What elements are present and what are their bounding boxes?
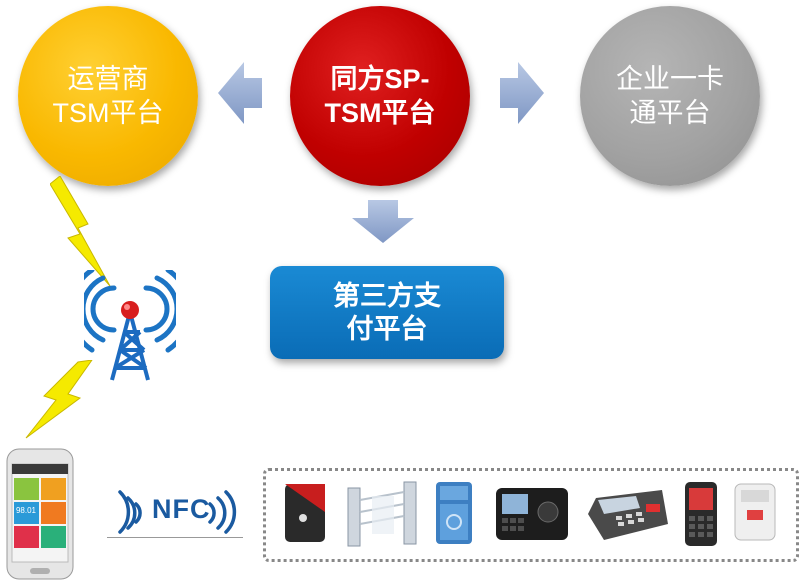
payment-node-line1: 第三方支: [333, 280, 441, 311]
pos-terminal-icon: [588, 490, 668, 540]
arrow-down-icon: [352, 200, 414, 243]
tongfang-node-line1: 同方SP-: [330, 64, 430, 94]
handheld-terminal-icon: [685, 482, 717, 546]
third-party-payment-platform-node: 第三方支 付平台: [270, 266, 504, 359]
enterprise-card-platform-node: 企业一卡 通平台: [580, 6, 760, 186]
arrow-left-icon: [218, 62, 262, 124]
enterprise-node-line2: 通平台: [629, 98, 711, 128]
access-control-icon: [436, 482, 472, 544]
tongfang-sp-tsm-platform-node: 同方SP- TSM平台: [290, 6, 470, 186]
card-reader-icon: [285, 484, 325, 542]
tongfang-node-line2: TSM平台: [324, 98, 436, 128]
nfc-label: NFC: [152, 494, 211, 524]
arrow-right-icon: [500, 62, 544, 124]
nfc-icon: [118, 490, 142, 534]
smartphone-icon: [6, 448, 74, 580]
enterprise-node-line1: 企业一卡: [616, 64, 724, 94]
phone-balance-tile: 98.01: [15, 506, 37, 515]
operator-tsm-platform-node: 运营商 TSM平台: [18, 6, 198, 186]
nfc-divider: [107, 537, 243, 538]
payment-node-line2: 付平台: [346, 313, 428, 344]
wall-reader-icon: [734, 483, 776, 541]
nfc-icon: [208, 490, 237, 534]
terminal-devices-group: [263, 468, 799, 562]
lightning-icon: [25, 360, 93, 439]
lightning-icon: [50, 176, 111, 287]
attendance-terminal-icon: [496, 488, 568, 540]
signal-tower-icon: [84, 270, 176, 381]
operator-node-line1: 运营商: [67, 64, 149, 94]
turnstile-gate-icon: [347, 481, 417, 547]
operator-node-line2: TSM平台: [52, 98, 164, 128]
